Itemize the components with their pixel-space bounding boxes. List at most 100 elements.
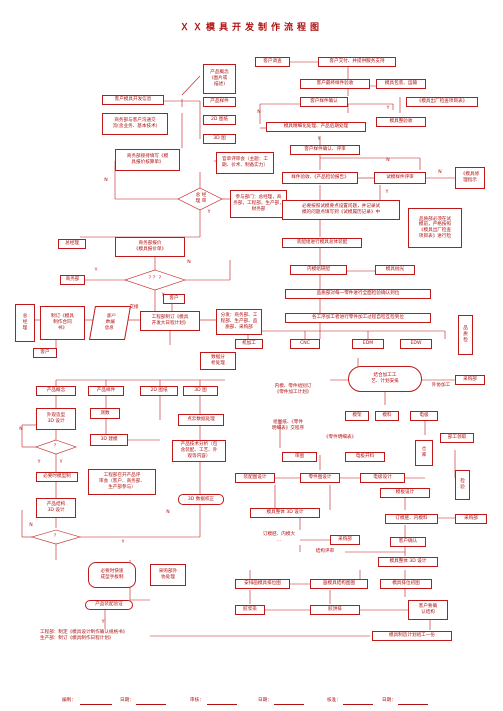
no-label: N — [29, 523, 33, 528]
trial-issue-box: 必要按照试模要点设置问题，并记录试 模的问题点填写到《试模履历记录》中 — [282, 200, 400, 220]
electrode-design-box: 电极设计 — [360, 473, 405, 483]
packing-box: 模具包装、运输 — [376, 79, 426, 89]
footer-reviewer: 审核： — [190, 698, 204, 703]
warehouse-box: 仓 库 — [415, 440, 433, 466]
yes-label: Y — [37, 460, 41, 465]
assembly-drawing-box: 装配图设计 — [235, 473, 275, 483]
customer-data-box: 客户 数据 信息 — [89, 306, 131, 340]
electrode-box: 电极 — [410, 411, 438, 421]
purchase-mid-box: 采购部 — [330, 535, 360, 545]
no-label: N — [257, 110, 261, 115]
customer-sample-confirm-box: 客户最终样件验收 — [300, 79, 370, 89]
customer-require-box: 客户要确 认结构 — [408, 600, 448, 620]
purchase-right-box: 采购部 — [455, 375, 485, 385]
footer-date2: 日期： — [258, 698, 272, 703]
customer-bottom-box: 客户 — [33, 348, 57, 358]
mold-polish-box: 模具抛光 — [375, 265, 415, 275]
footer-date3: 日期： — [382, 698, 396, 703]
business-quote-box: 商务部报价 《模具报价单》 — [115, 237, 185, 257]
col-product-concept: 产品概念 — [36, 386, 76, 396]
outsourced-machining-box: 各工序加工者进行零件加工过程自检互检到位 — [285, 313, 431, 323]
product-part-box: 产品样件 — [203, 97, 236, 107]
data-analysis-box: 数据分 析处理 — [200, 352, 236, 370]
sample-check-box: 样件验收、《产品检验报告》 — [282, 172, 358, 184]
business-dept-box: 商务部 — [60, 275, 85, 285]
customer-dev-info-box: 客户模具开发信息 — [102, 95, 164, 105]
model-3d-box: 3D 建模 — [90, 434, 128, 446]
mold-frame-box: 模架 — [345, 411, 369, 421]
process-list-label: 组图纸、《零件 明细表》交程序 — [271, 420, 305, 431]
footer-editor: 编制： — [62, 698, 76, 703]
order-purchase-box: 订模胚、内模料 — [385, 514, 438, 524]
quality-dept-box: 品质部对每一零件进行全面检验确认到位 — [285, 289, 431, 299]
quote-task-box: 商务部接待填写《模 具报价核算单》 — [115, 149, 180, 171]
mold-3d-box: 模具整体 3D 设计 — [250, 508, 320, 518]
cnc-box: CNC — [290, 339, 320, 349]
yes-label: Y — [317, 137, 321, 142]
quality-inspect-box: 品质部必须在试 模前，严格按照 《模具出厂检查 项目表》进行检 — [408, 208, 462, 248]
quality-check-r-box: 检 验 — [455, 470, 470, 500]
yes-label: Y — [207, 210, 211, 215]
quality-right-box: 品 质 检 — [458, 315, 473, 355]
drawing-3d-box: 3D 图 — [203, 134, 236, 144]
col-product-part: 产品样件 — [88, 386, 124, 396]
gm-left-box: 总 经 理 — [15, 304, 35, 342]
diamond-c-label: ？ — [53, 534, 59, 539]
drawing-2d-box: 2D 图纸 — [203, 115, 236, 125]
transfer-label: 交接 — [129, 305, 139, 310]
diamond-a-label: ？ — [53, 444, 59, 449]
yes-label: Y — [161, 293, 165, 298]
yes-label: Y — [94, 268, 98, 273]
plan-members-box: 分发：商务部、工 程部、生产部、品 质部、采购部 — [216, 309, 262, 335]
engineering-feedback-box: 工程部召开产品评 审会（客户、商务部、 生产部参与） — [88, 469, 156, 495]
part-info-label: 《零件明细表》 — [323, 435, 357, 440]
machine-ops-box: 机加工 — [235, 339, 263, 349]
factory-sign-box: 《模具出厂检查项目表》 — [406, 97, 478, 107]
mold-flow-box: 模具排位初图 — [380, 579, 432, 589]
mold-ok-process-box: 模具精细化处理、产品后期处理 — [266, 122, 366, 132]
footer-date1: 日期： — [120, 698, 134, 703]
decision-label: ? ？ ? — [148, 276, 162, 281]
no-label: N — [386, 158, 390, 163]
business-negotiation-box: 商务部与客户沟通交 流(含业务、基本技术) — [102, 113, 168, 135]
purchase-r2-box: 采购部 — [455, 514, 487, 524]
trial-eval-box: 试模样件评审 — [374, 172, 426, 184]
edw-box: EDW — [400, 339, 432, 349]
tech-analysis-box: 产品技术分析（包 含装配、工艺、外 观等内容） — [172, 440, 226, 462]
part-drawing-box: 零件图设计 — [300, 473, 340, 483]
mold-design-plan-box: 模具制造计划组工一份 — [372, 631, 452, 641]
no-label: N — [438, 170, 442, 175]
contract-box: 制订《模具 制作合同 书》 — [40, 306, 85, 340]
yes-label: Y — [121, 540, 125, 545]
page-title: ＸＸ模具开发制作流程图 — [179, 23, 323, 33]
no-label: N — [19, 427, 23, 432]
customer-confirm-r-box: 客户确认 — [390, 537, 426, 547]
col-2d: 2D 图纸 — [140, 386, 178, 396]
shape-design-box: 外观造型 3D 设计 — [36, 408, 76, 430]
engineering-plan-box: 工程部制订《模具 开发大日程计划》 — [140, 311, 200, 331]
process-plan-box: 内模、零件组别订 《零件加工计划》 — [258, 380, 328, 400]
gm-box: 总经理 — [58, 239, 86, 249]
combine-machining-box: 结合加工工 艺、计划安排 — [348, 366, 422, 392]
yes-label: Y — [101, 620, 105, 625]
mold-structure-box: 画模具结构图图 — [310, 579, 368, 589]
frame-model-label: 订模胚、内模大 ... — [262, 532, 296, 543]
yes-label: Y — [59, 460, 63, 465]
mold-3d-r-box: 模具整体 3D 设计 — [378, 557, 438, 567]
need-mock-box: 必要时模型制 — [36, 472, 78, 482]
review-members-box: 参与部门：总经理，商 务部，工程部，生产部， 财务部 — [230, 190, 287, 218]
no-label: N — [104, 178, 108, 183]
assembly-verify-box: 产品装配验证 — [85, 600, 133, 610]
ejector-box: 胶饼排 — [310, 605, 360, 615]
mold-layout-box: 安排画模具排位图 — [235, 579, 290, 589]
yes-label: Y — [385, 190, 389, 195]
trial-review-box: 客户样件确认、评审 — [290, 145, 360, 155]
outsource-label: 外协加工 — [431, 383, 451, 388]
assembly-trial-box: 装配组进行模具总体装配 — [282, 238, 362, 248]
engineering-final-label: 工程部：制定《模具设计制作确认规格书》 生产部：制订《模具制作日程计划》 — [40, 630, 128, 641]
quote-review-box: 官单评审会（主题：工 期、价术、制备实力） — [216, 152, 274, 174]
edm-box: EDM — [352, 339, 384, 349]
gate-layout-box: 胶浆染 — [235, 605, 265, 615]
electrode-drawing-box: 电极开料 — [345, 452, 385, 462]
measure-box: 测数 — [90, 408, 120, 419]
